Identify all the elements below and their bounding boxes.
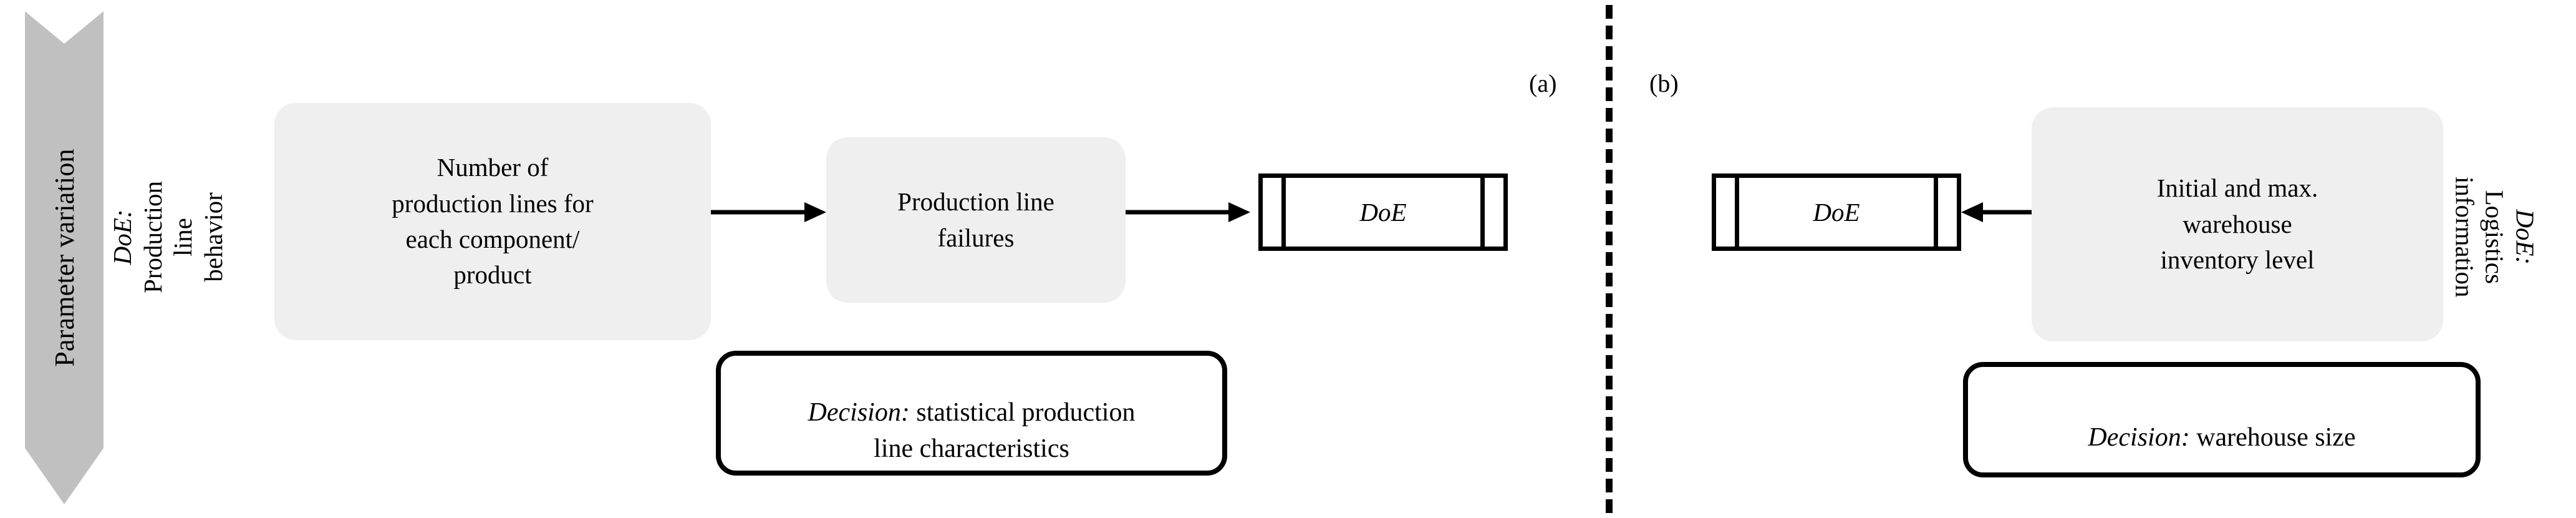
- doe-node-a[interactable]: DoE: [1258, 173, 1508, 251]
- panel-letter-a: (a): [1529, 69, 1557, 97]
- doe-node-b[interactable]: DoE: [1712, 173, 1961, 251]
- decision-box-production-line[interactable]: Decision: statistical production line ch…: [716, 351, 1227, 476]
- process-box-production-lines-count[interactable]: Number of production lines for each comp…: [274, 103, 711, 340]
- panel-b-caption-rest: Logistics information: [2450, 177, 2510, 298]
- decision-a-emphasis: Decision:: [808, 398, 910, 428]
- process-box-warehouse-inventory-level[interactable]: Initial and max. warehouse inventory lev…: [2032, 107, 2443, 341]
- panel-b-caption-emphasis: DoE:: [2511, 209, 2540, 265]
- process-box-production-line-failures[interactable]: Production line failures: [826, 137, 1126, 303]
- decision-b-emphasis: Decision:: [2088, 423, 2190, 452]
- decision-a-rest: statistical production line characterist…: [874, 398, 1136, 463]
- panel-b-side-caption: DoE: Logistics information: [2451, 81, 2550, 393]
- panel-a-side-caption: DoE: Production line behavior: [108, 62, 227, 412]
- connector-lines-to-failures: [711, 200, 826, 225]
- panel-a-caption-rest: Production line behavior: [138, 181, 228, 293]
- panel-letter-b: (b): [1649, 69, 1679, 97]
- arrow-shape: [25, 11, 104, 504]
- panel-a-caption-emphasis: DoE:: [108, 209, 137, 265]
- parameter-variation-arrow: Parameter variation: [25, 11, 104, 504]
- panel-divider: [1606, 5, 1613, 513]
- doe-node-b-label: DoE: [1813, 198, 1860, 227]
- decision-b-rest: warehouse size: [2189, 423, 2356, 452]
- connector-failures-to-doe: [1126, 200, 1250, 225]
- doe-node-a-label: DoE: [1359, 198, 1407, 227]
- decision-box-warehouse-size[interactable]: Decision: warehouse size: [1963, 362, 2481, 477]
